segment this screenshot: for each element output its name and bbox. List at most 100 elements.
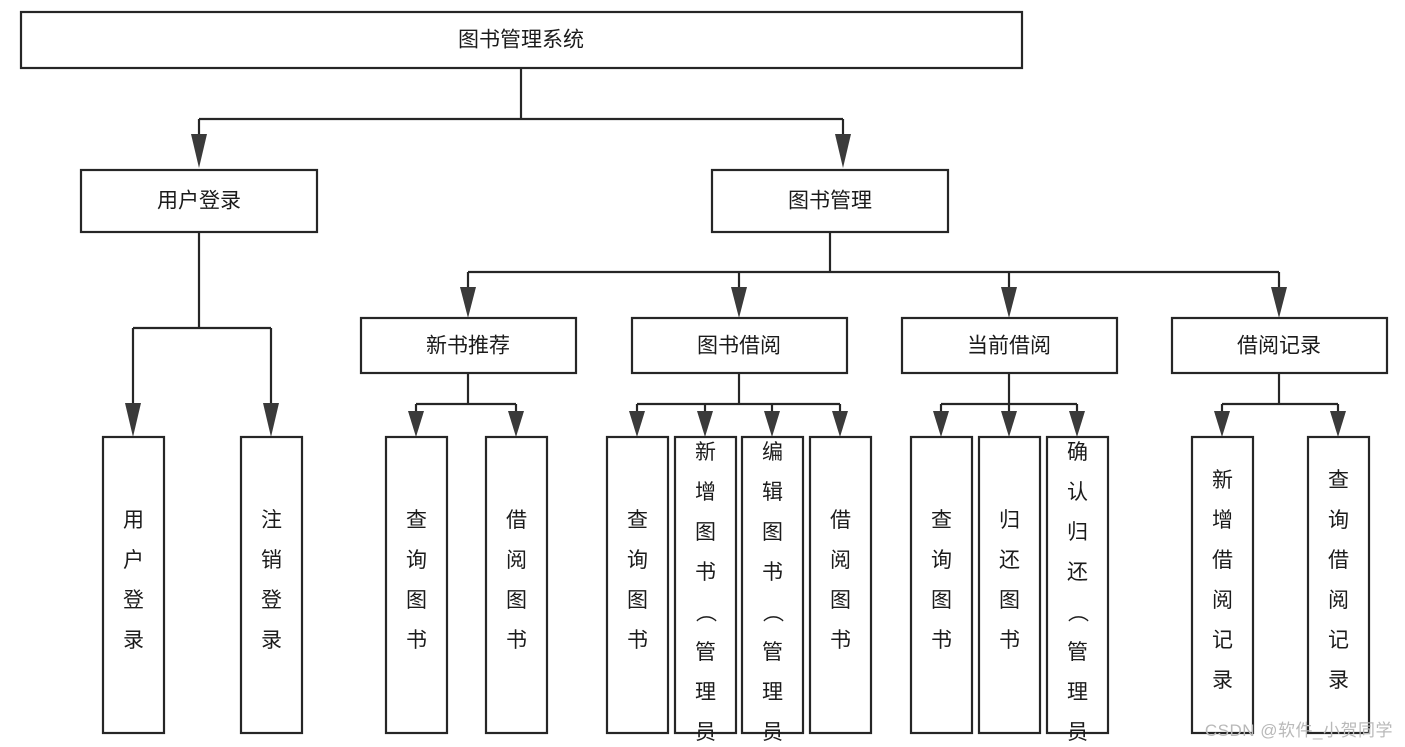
leaf-confirm-return[interactable] [1045, 435, 1110, 735]
node-book-borrow-label: 图书借阅 [697, 335, 781, 358]
svg-text:记: 记 [1328, 629, 1349, 652]
arrow-to-leaf-query-record [1330, 411, 1346, 437]
svg-text:管: 管 [1067, 641, 1088, 664]
svg-text:借: 借 [1328, 549, 1349, 572]
leaf-borrow-book-2-box [808, 435, 873, 735]
svg-text:确: 确 [1067, 441, 1088, 464]
svg-text:借: 借 [1212, 549, 1233, 572]
svg-text:员: 员 [695, 721, 716, 744]
leaf-borrow-book-1-box [484, 435, 549, 735]
arrow-to-leaf-add-record [1214, 411, 1230, 437]
svg-text:增: 增 [1212, 509, 1233, 532]
svg-text:记: 记 [1212, 629, 1233, 652]
node-current-borrow-label: 当前借阅 [967, 335, 1051, 358]
svg-text:阅: 阅 [1328, 589, 1349, 612]
leaf-return-book-box [977, 435, 1042, 735]
leaf-add-record[interactable] [1190, 435, 1255, 735]
svg-text:询: 询 [931, 549, 952, 572]
leaf-query-book-3[interactable] [909, 435, 974, 735]
arrow-to-leaf-borrow-book-2 [832, 411, 848, 437]
svg-text:新: 新 [695, 441, 716, 464]
svg-text:户: 户 [123, 549, 144, 572]
svg-text:书: 书 [931, 629, 952, 652]
node-new-book-recommend-label: 新书推荐 [426, 335, 510, 358]
csdn-watermark: CSDN @软件_小贺同学 [1204, 721, 1393, 740]
leaf-query-book-2-box [605, 435, 670, 735]
node-user-login[interactable]: 用户登录 [79, 168, 319, 234]
leaf-logout-login[interactable] [239, 435, 304, 735]
node-book-management[interactable]: 图书管理 [710, 168, 950, 234]
node-current-borrow[interactable]: 当前借阅 [900, 316, 1119, 375]
arrow-to-leaf-confirm-return [1069, 411, 1085, 437]
arrow-root-to-book-management [835, 134, 851, 168]
svg-text:员: 员 [1067, 721, 1088, 744]
svg-text:（: （ [1066, 602, 1089, 623]
svg-text:借: 借 [830, 509, 851, 532]
svg-text:还: 还 [999, 549, 1020, 572]
arrow-to-leaf-query-book-2 [629, 411, 645, 437]
svg-text:（: （ [761, 602, 784, 623]
svg-text:登: 登 [261, 589, 282, 612]
node-book-borrow-box [630, 316, 849, 375]
node-user-login-label: 用户登录 [157, 190, 241, 213]
leaf-edit-book-box [740, 435, 805, 735]
leaf-logout-login-box [239, 435, 304, 735]
connector-layer [125, 68, 1346, 437]
leaf-user-login[interactable] [101, 435, 166, 735]
leaf-add-record-box [1190, 435, 1255, 735]
svg-text:询: 询 [406, 549, 427, 572]
arrow-to-leaf-user-login [125, 403, 141, 437]
leaf-query-book-2[interactable] [605, 435, 670, 735]
svg-text:辑: 辑 [762, 481, 783, 504]
node-borrow-record-box [1170, 316, 1389, 375]
svg-text:图: 图 [506, 589, 527, 612]
node-new-book-recommend[interactable]: 新书推荐 [359, 316, 578, 375]
leaf-query-book-1-box [384, 435, 449, 735]
leaf-add-book[interactable] [673, 435, 738, 735]
svg-text:阅: 阅 [506, 549, 527, 572]
svg-text:书: 书 [762, 561, 783, 584]
node-book-borrow[interactable]: 图书借阅 [630, 316, 849, 375]
leaf-edit-book[interactable] [740, 435, 805, 735]
leaf-query-book-1[interactable] [384, 435, 449, 735]
leaf-borrow-book-1[interactable] [484, 435, 549, 735]
node-book-management-box [710, 168, 950, 234]
svg-text:图: 图 [762, 521, 783, 544]
arrow-to-leaf-query-book-1 [408, 411, 424, 437]
leaf-borrow-book-2[interactable] [808, 435, 873, 735]
svg-text:注: 注 [261, 509, 282, 532]
svg-text:查: 查 [406, 509, 427, 532]
svg-text:书: 书 [695, 561, 716, 584]
arrow-to-book-borrow [731, 287, 747, 318]
node-borrow-record-label: 借阅记录 [1237, 335, 1321, 358]
svg-text:查: 查 [627, 509, 648, 532]
node-borrow-record[interactable]: 借阅记录 [1170, 316, 1389, 375]
node-root-title-box [19, 10, 1024, 70]
svg-text:查: 查 [1328, 469, 1349, 492]
node-root-title-label: 图书管理系统 [458, 29, 584, 52]
leaf-return-book[interactable] [977, 435, 1042, 735]
svg-text:新: 新 [1212, 469, 1233, 492]
svg-text:理: 理 [762, 681, 783, 704]
svg-text:认: 认 [1067, 481, 1088, 504]
node-new-book-recommend-box [359, 316, 578, 375]
arrow-to-leaf-logout-login [263, 403, 279, 437]
arrow-to-current-borrow [1001, 287, 1017, 318]
svg-text:增: 增 [695, 481, 716, 504]
leaf-query-record[interactable] [1306, 435, 1371, 735]
node-book-management-label: 图书管理 [788, 190, 872, 213]
svg-text:归: 归 [1067, 521, 1088, 544]
node-root-title[interactable]: 图书管理系统 [19, 10, 1024, 70]
svg-text:销: 销 [261, 549, 282, 572]
leaf-user-login-box [101, 435, 166, 735]
